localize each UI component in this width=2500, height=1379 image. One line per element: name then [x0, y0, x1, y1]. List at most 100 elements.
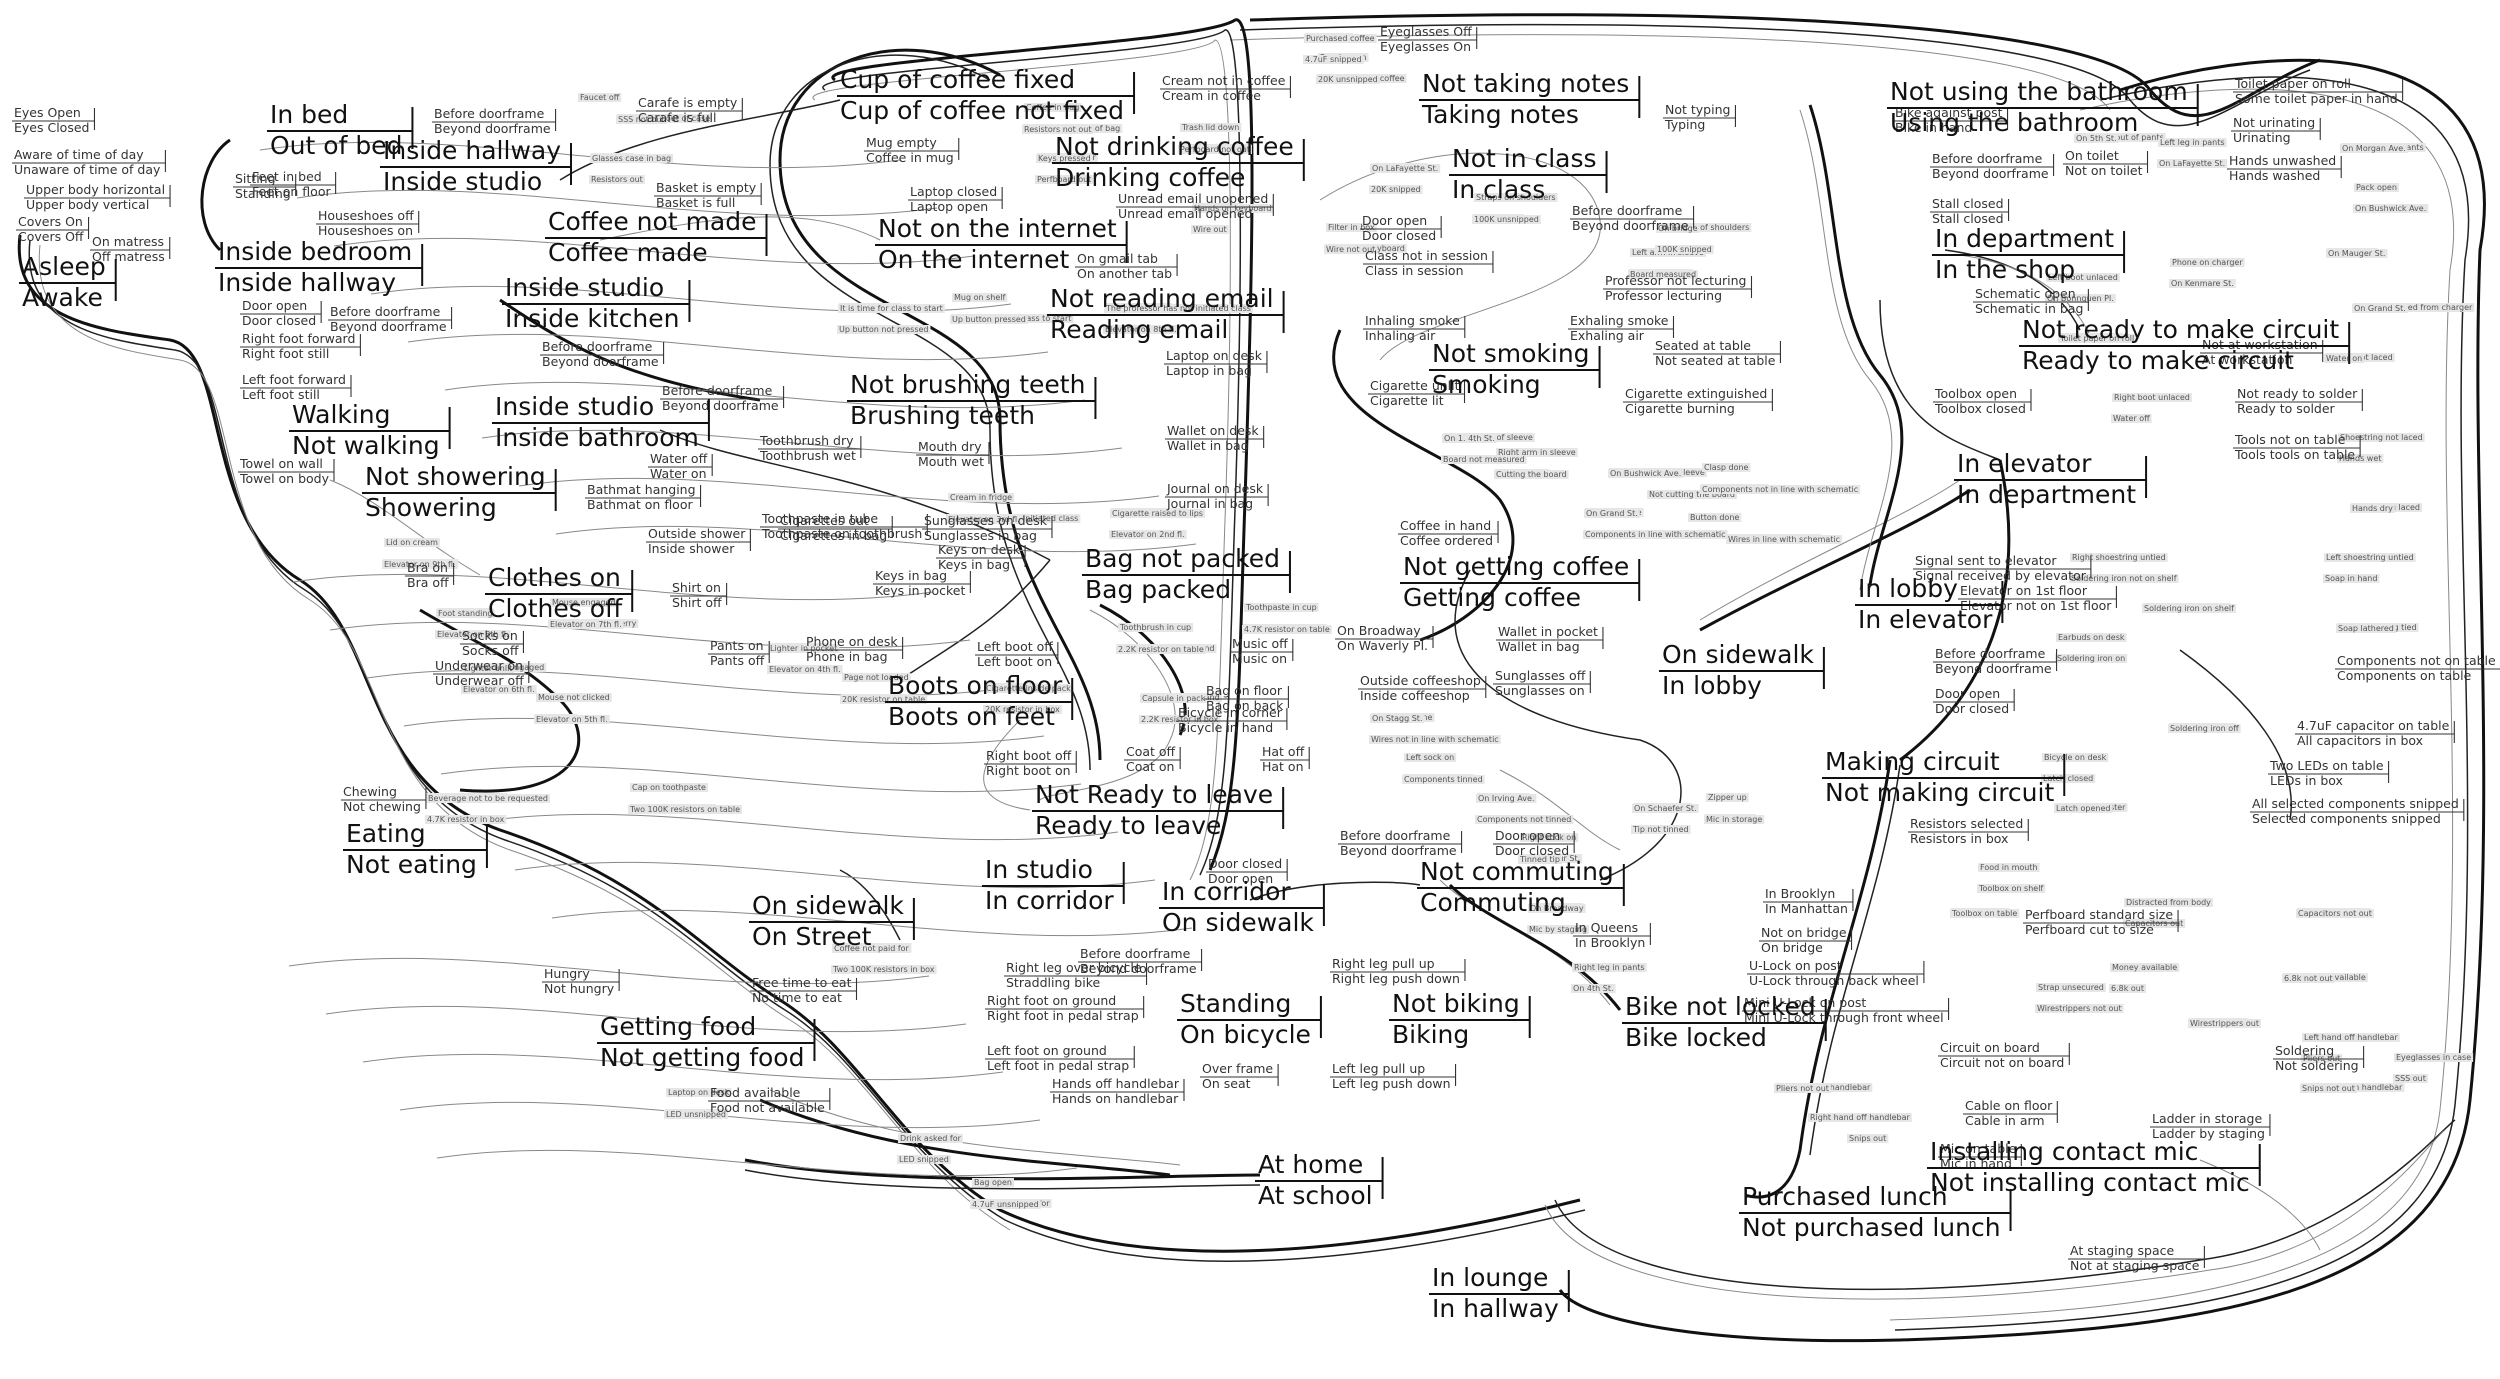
state-label: In Brooklyn: [1765, 886, 1835, 901]
state-label: In elevator: [1858, 605, 1993, 634]
state-label: Left boot on: [977, 654, 1052, 669]
tiny-label-text: Mouse not clicked: [538, 693, 610, 702]
tiny-state-label: Eyeglasses in case: [2394, 1053, 2474, 1062]
tiny-label-text: Elevator on 7th fl.: [550, 620, 622, 629]
tiny-label-text: Hands wet: [2339, 454, 2381, 463]
tiny-label-box: [1109, 530, 1187, 539]
tiny-label-box: [2354, 183, 2399, 192]
tiny-label-text: Button done: [1690, 513, 1739, 522]
tiny-state-label: Snips out: [1847, 1134, 1889, 1143]
tiny-label-text: Phone removed from charger: [2355, 303, 2473, 312]
tiny-state-label: Cream in fridge: [948, 493, 1015, 502]
connector-line: [436, 1149, 1078, 1177]
state-label: Beyond doorframe: [1932, 166, 2049, 181]
tiny-label-box: [1326, 223, 1377, 232]
tiny-label-text: On Kenmare St.: [2171, 279, 2234, 288]
tiny-label-box: [1774, 1084, 1831, 1093]
tiny-label-box: [2188, 1019, 2261, 1028]
tiny-state-label: Tinned tip: [1518, 855, 1562, 864]
tiny-label-box: [664, 1110, 728, 1119]
tiny-state-label: Lighter unlit: [462, 664, 515, 673]
state-label: Inside bathroom: [495, 423, 699, 452]
tiny-label-box: [1655, 245, 1714, 254]
tiny-state-label: Left boot unlaced: [2046, 273, 2120, 282]
tiny-label-box: [2168, 724, 2241, 733]
state-label: Some toilet paper in hand: [2235, 91, 2398, 106]
state-label: Purchased lunch: [1742, 1182, 1948, 1211]
tiny-label-box: [666, 1088, 732, 1097]
state-label: Reading email: [1050, 315, 1228, 344]
tiny-state-label: Wires in line with schematic: [1726, 535, 1843, 544]
tiny-state-label: 2.2K resistor in box: [1139, 715, 1221, 724]
state-label: Not on toilet: [2065, 163, 2143, 178]
state-label: Sunglasses on desk: [924, 513, 1048, 528]
state-label: Not hungry: [544, 981, 615, 996]
tiny-state-label: SSS not out: [616, 115, 667, 124]
state-label: Outside shower: [648, 526, 746, 541]
tiny-label-box: [1572, 963, 1647, 972]
state-label: Hat on: [1262, 759, 1304, 774]
state-label: In department: [1957, 480, 2136, 509]
tiny-state-label: Perfboard not out: [1178, 145, 1252, 154]
tiny-state-label: Right arm in sleeve: [1496, 448, 1578, 457]
tiny-state-label: Soldering iron off: [2168, 724, 2241, 733]
state-label: Unread email unopened: [1118, 191, 1268, 206]
state-label: Toothbrush wet: [759, 448, 856, 463]
tiny-label-text: Cutting the board: [1496, 470, 1567, 479]
state-label: Not on the internet: [878, 214, 1117, 243]
state-label: In hallway: [1432, 1294, 1559, 1323]
state-label: Left foot still: [242, 387, 320, 402]
tiny-state-label: Filter in box: [1326, 223, 1377, 232]
tiny-label-box: [1316, 75, 1380, 84]
tiny-label-text: Wirestrippers out: [2190, 1019, 2259, 1028]
tiny-state-label: Soldering iron not on shelf: [2069, 574, 2179, 583]
tiny-state-label: Mic by staging: [1527, 925, 1590, 934]
state-label: Basket is empty: [656, 180, 757, 195]
connector-line: [362, 1053, 1004, 1081]
state-label: Inhaling smoke: [1365, 313, 1460, 328]
state-label: Ready to make circuit: [2022, 346, 2294, 375]
tiny-state-label: Elevator on 6th fl.: [461, 685, 537, 694]
tiny-label-text: Water on: [2326, 354, 2362, 363]
state-label: Typing: [1664, 117, 1705, 132]
state-label: Stall closed: [1932, 196, 2004, 211]
state-label: Right foot still: [242, 346, 329, 361]
tiny-label-box: [1518, 855, 1562, 864]
tiny-label-box: [1370, 164, 1441, 173]
state-label: Not purchased lunch: [1742, 1213, 2001, 1242]
tiny-label-box: [1140, 694, 1208, 703]
tiny-label-box: [2069, 574, 2179, 583]
state-label: Brushing teeth: [850, 401, 1035, 430]
tiny-label-box: [2296, 909, 2374, 918]
state-label: Left leg push down: [1332, 1076, 1451, 1091]
state-label: Standing: [235, 186, 291, 201]
connector-line: [1744, 759, 1892, 1199]
state-label: Door open: [242, 298, 307, 313]
state-label: Resistors in box: [1910, 831, 2008, 846]
tiny-label-box: [435, 630, 511, 639]
tiny-label-text: Resistors not out: [1024, 125, 1091, 134]
connector-line: [288, 957, 930, 985]
state-label: Journal on desk: [1166, 481, 1264, 496]
tiny-state-label: Tip not tinned: [1631, 825, 1691, 834]
tiny-label-box: [1370, 714, 1425, 723]
tiny-state-label: Straps off of shoulders: [1657, 223, 1752, 232]
tiny-state-label: Soldering iron on: [2055, 654, 2128, 663]
state-label: On the internet: [878, 245, 1069, 274]
tiny-state-label: 6.8k out: [2109, 984, 2146, 993]
tiny-label-box: [2056, 633, 2127, 642]
